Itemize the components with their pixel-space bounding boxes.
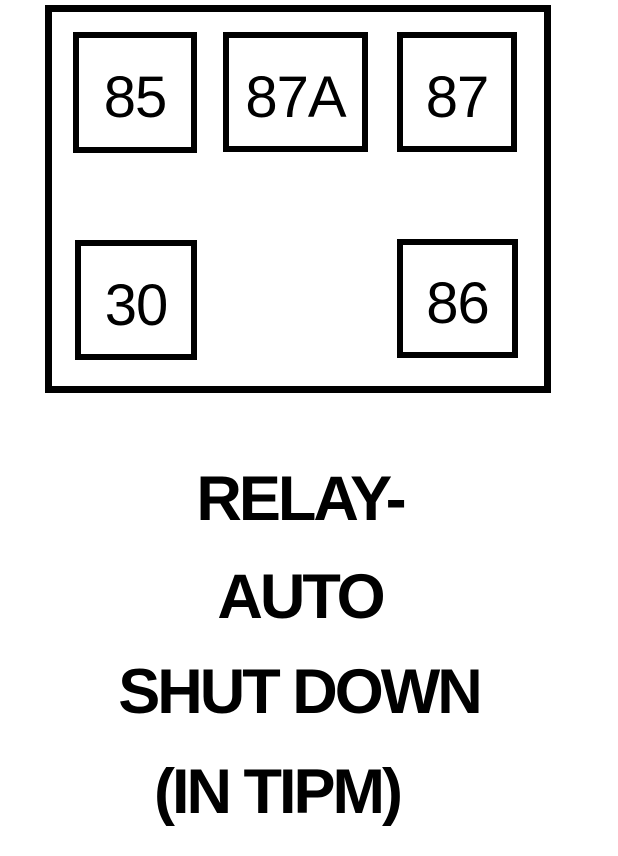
pin-terminal-87-label: 87 — [425, 64, 490, 130]
pin-terminal-87a: 87A — [223, 32, 368, 152]
pin-terminal-87a-label: 87A — [245, 64, 346, 130]
caption-line-in-tipm: (IN TIPM) — [154, 757, 403, 827]
pin-terminal-86: 86 — [397, 239, 518, 358]
pin-terminal-85: 85 — [73, 32, 197, 153]
pin-terminal-30: 30 — [75, 240, 197, 360]
pin-terminal-30-label: 30 — [104, 272, 169, 338]
relay-body-outline: 85 87A 87 30 86 — [45, 5, 551, 393]
pin-terminal-86-label: 86 — [426, 271, 490, 336]
caption-line-relay: RELAY- — [196, 464, 406, 534]
pin-terminal-87: 87 — [397, 32, 517, 152]
caption-line-shut-down: SHUT DOWN — [118, 657, 482, 727]
caption-line-auto: AUTO — [217, 562, 385, 632]
pin-terminal-85-label: 85 — [103, 65, 168, 130]
